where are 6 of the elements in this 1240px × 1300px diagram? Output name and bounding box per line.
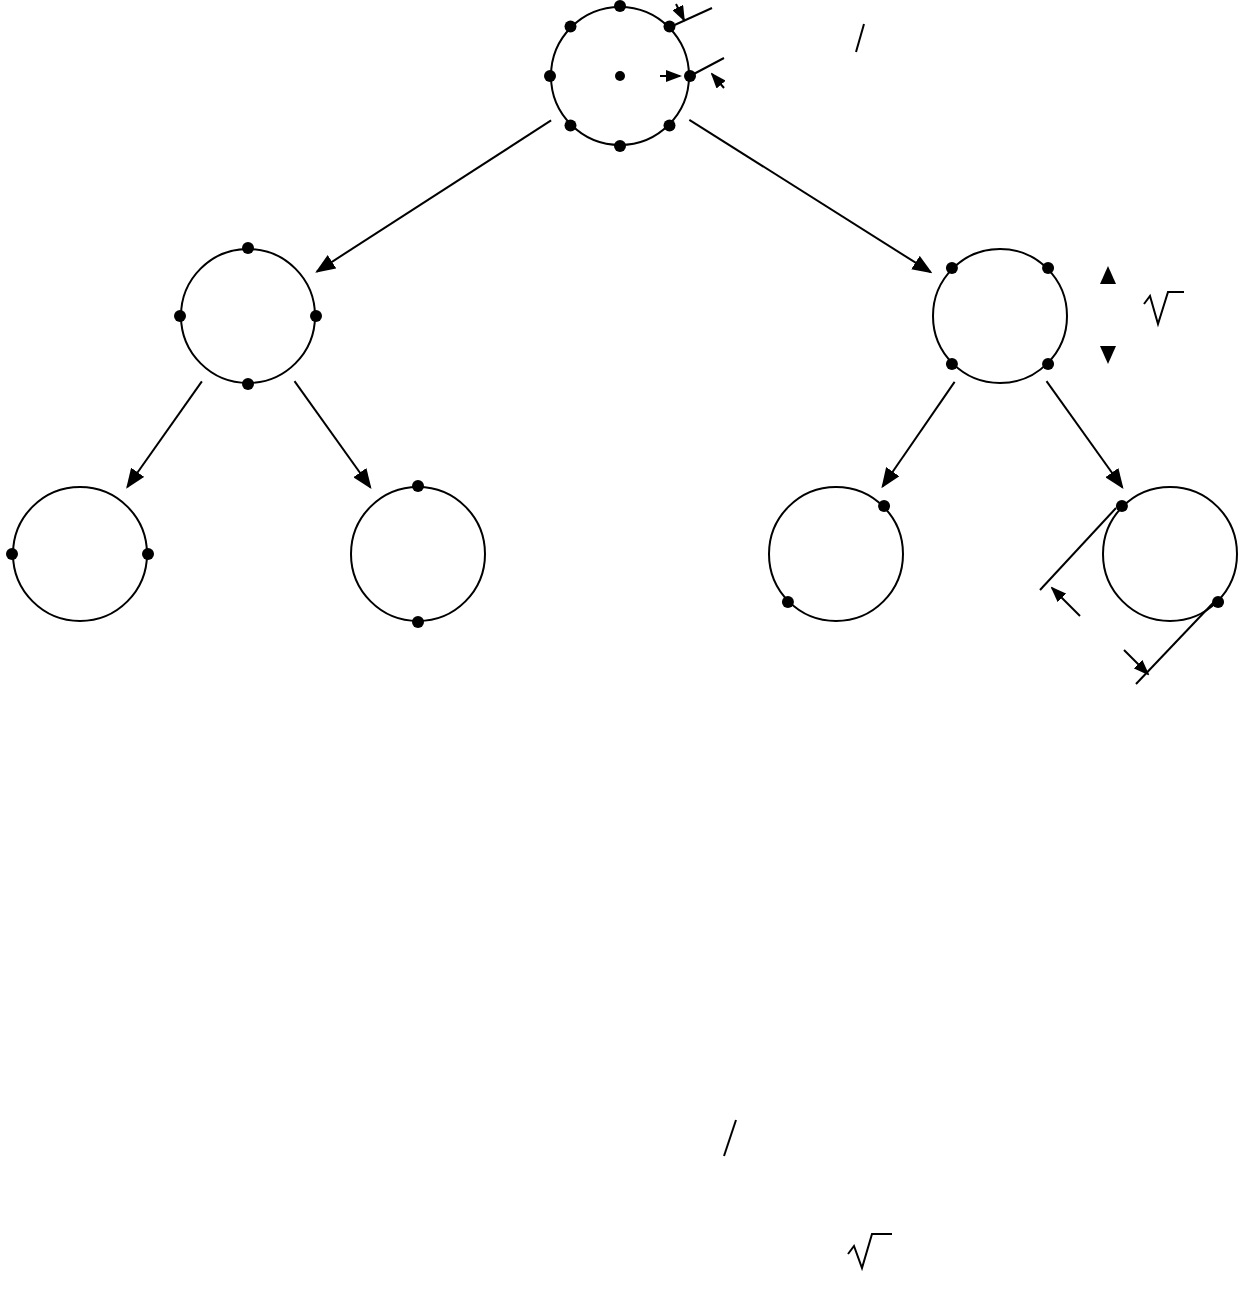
arrow xyxy=(688,118,933,274)
arrow xyxy=(293,380,372,489)
arrow xyxy=(126,380,203,489)
arrow xyxy=(315,119,553,273)
arrow xyxy=(1045,380,1124,489)
arrow xyxy=(881,380,956,489)
